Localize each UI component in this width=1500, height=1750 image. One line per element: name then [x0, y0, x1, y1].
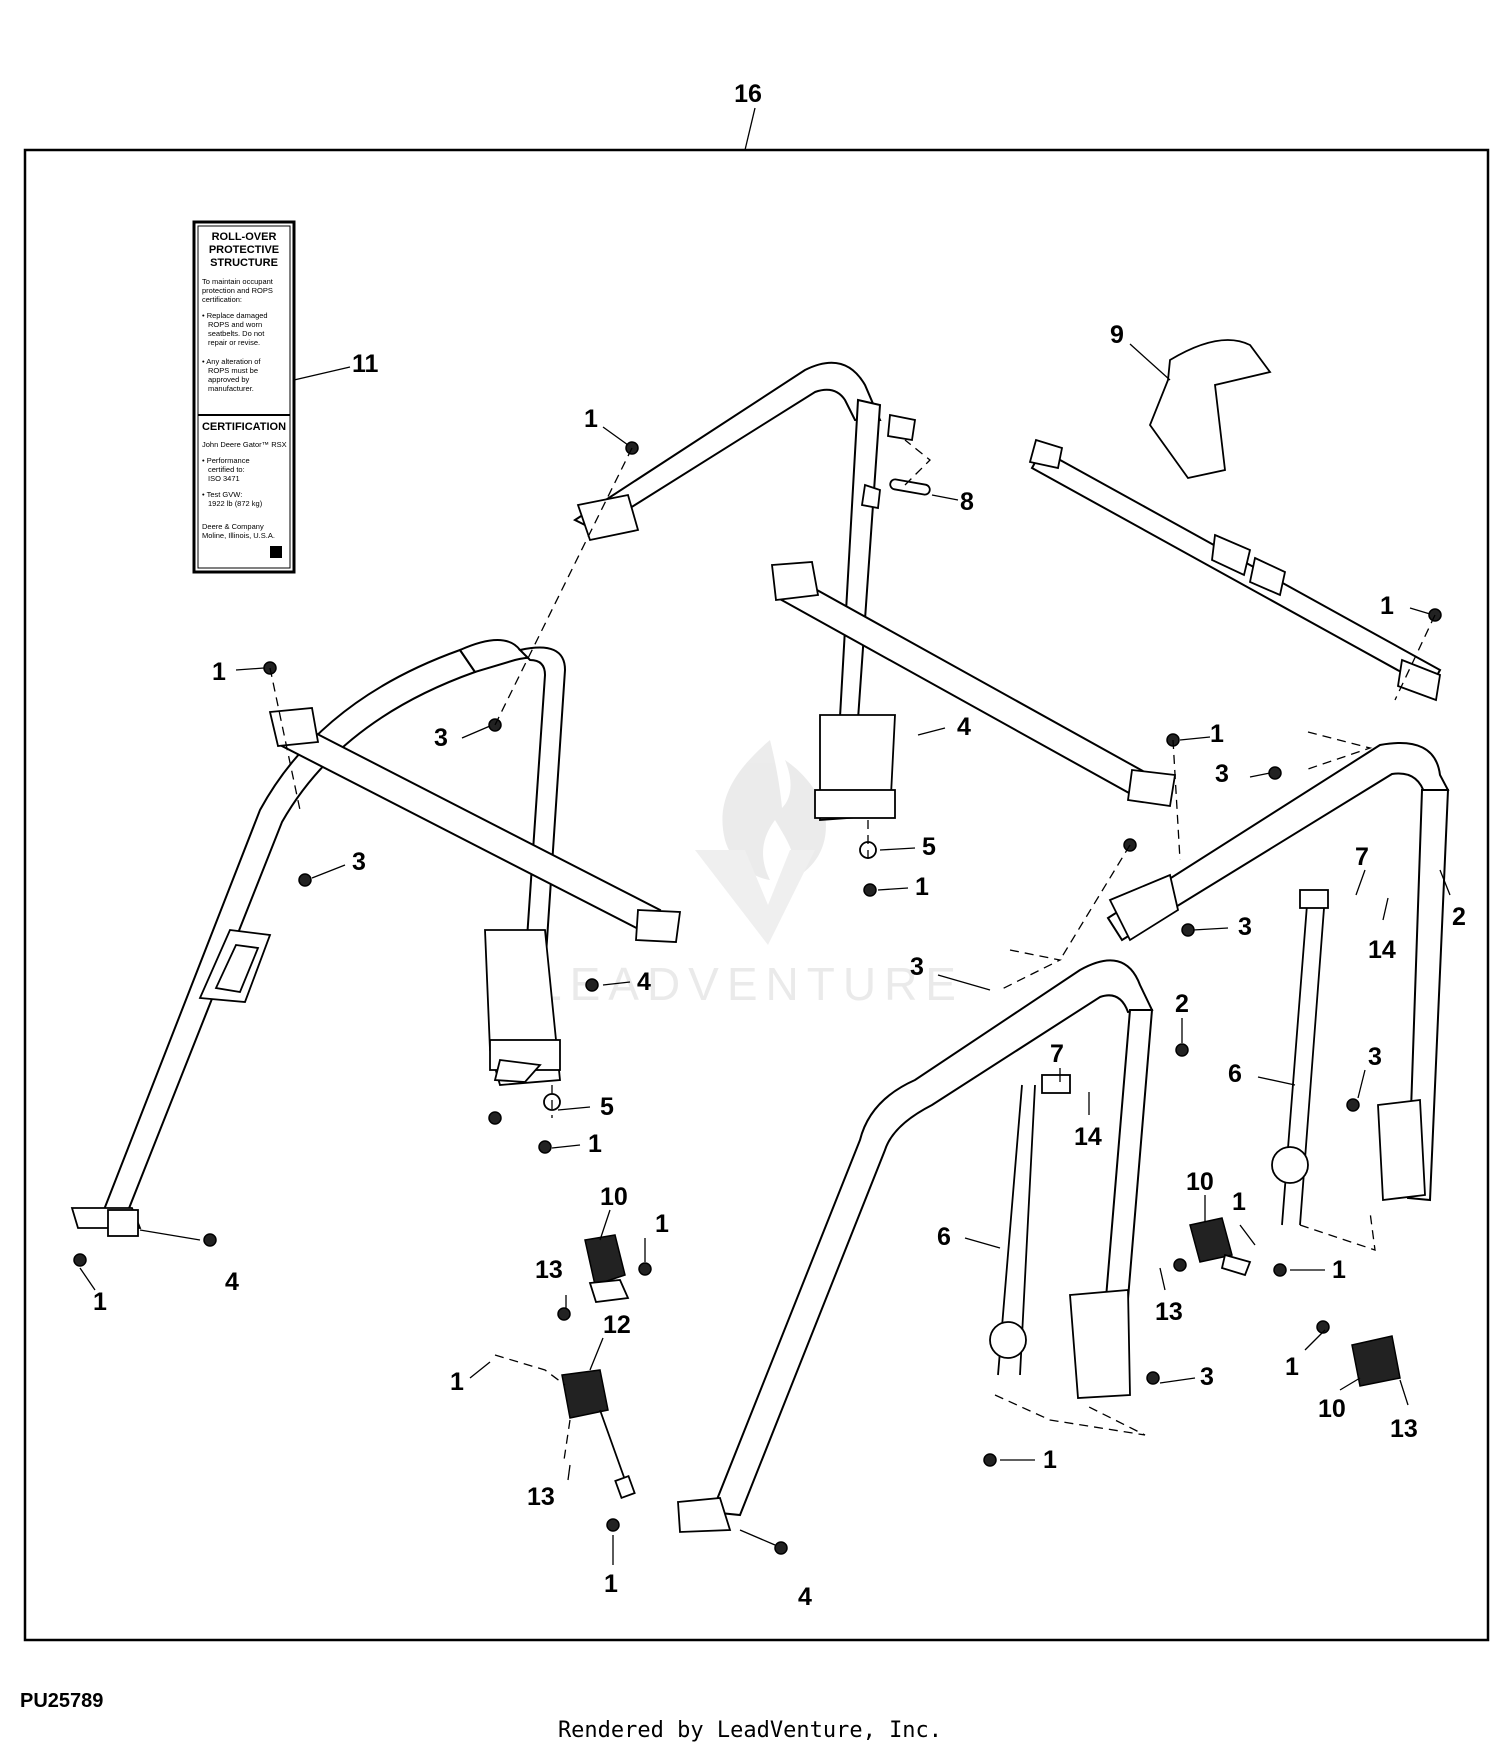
callout-1-d: 1: [1210, 720, 1224, 748]
decal-intro-line1: To maintain occupant: [202, 277, 274, 286]
callout-4-a: 4: [957, 713, 971, 741]
decal-qr-icon: [270, 546, 282, 558]
decal-bullet1-line2: ROPS and worn: [208, 320, 262, 329]
callout-1-k: 1: [450, 1368, 464, 1396]
decal-bullet1-line1: • Replace damaged: [202, 311, 268, 320]
assembly-frame: [23, 148, 1490, 1642]
figure-id: PU25789: [20, 1690, 104, 1712]
callout-3-g: 3: [1200, 1363, 1214, 1391]
callout-12: 12: [603, 1311, 631, 1339]
callout-7-a: 7: [1355, 843, 1369, 871]
left-crossbar: [268, 707, 682, 943]
callout-1-f: 1: [588, 1130, 602, 1158]
callout-8: 8: [960, 488, 974, 516]
callout-11: 11: [352, 350, 379, 378]
callout-1-l: 1: [1285, 1353, 1299, 1381]
buckle-right: [1351, 1335, 1401, 1387]
callout-3-b: 3: [1215, 760, 1229, 788]
callout-assembly: 16: [734, 80, 762, 108]
watermark-flame-icon: [722, 740, 826, 880]
callout-1-a: 1: [584, 405, 598, 433]
decal-bullet1-line4: repair or revise.: [208, 338, 260, 347]
callout-6-a: 6: [1228, 1060, 1242, 1088]
callout-5-b: 5: [600, 1093, 614, 1121]
seatbelt-left: [989, 1074, 1071, 1376]
watermark-wordmark: LEADVENTURE: [536, 958, 964, 1010]
callout-1-g: 1: [1232, 1188, 1246, 1216]
decal-heading-line2: PROTECTIVE: [209, 244, 279, 256]
callout-13-b: 13: [1155, 1298, 1183, 1326]
callout-1-m: 1: [1043, 1446, 1057, 1474]
right-front-bow: [677, 959, 1154, 1533]
callout-3-c: 3: [352, 848, 366, 876]
assembly-lines: [269, 439, 1436, 1461]
buckle-left: [584, 1234, 630, 1303]
decal-bullet2-line4: manufacturer.: [208, 384, 254, 393]
callout-2-a: 2: [1452, 903, 1466, 931]
callout-13-a: 13: [535, 1256, 563, 1284]
decal-maker-line2: Moline, Illinois, U.S.A.: [202, 531, 275, 540]
right-upper-bow: [1106, 742, 1450, 1202]
rops-decal: ROLL-OVER PROTECTIVE STRUCTURE To mainta…: [192, 220, 296, 574]
rops-drawing: [70, 339, 1450, 1555]
callout-13-d: 13: [527, 1483, 555, 1511]
buckle-center: [1189, 1217, 1252, 1277]
seatbelt-right: [1271, 889, 1329, 1226]
decal-bullet2-line1: • Any alteration of: [202, 357, 261, 366]
callout-2-b: 2: [1175, 990, 1189, 1018]
callout-1-e: 1: [915, 873, 929, 901]
decal-bullet2-line3: approved by: [208, 375, 250, 384]
callout-14-b: 14: [1074, 1123, 1102, 1151]
callout-3-a: 3: [434, 724, 448, 752]
shield-bracket: [1148, 339, 1272, 480]
callout-1-j: 1: [93, 1288, 107, 1316]
decal-intro-line3: certification:: [202, 295, 242, 304]
decal-cert-bullet1-line1: • Performance: [202, 456, 250, 465]
callout-14-a: 14: [1368, 936, 1396, 964]
render-credit: Rendered by LeadVenture, Inc.: [557, 1718, 943, 1743]
decal-maker-line1: Deere & Company: [202, 522, 264, 531]
callout-4-b: 4: [637, 968, 651, 996]
callout-3-f: 3: [1368, 1043, 1382, 1071]
pin: [889, 478, 931, 496]
watermark-v-icon: [695, 850, 815, 945]
rear-crossmember: [1028, 438, 1442, 702]
callout-1-i: 1: [1332, 1256, 1346, 1284]
decal-bullet1-line3: seatbelts. Do not: [208, 329, 265, 338]
callout-3-d: 3: [1238, 913, 1252, 941]
callout-labels: 11 9 1 8 1 1 3 4 1 3 3 5 1: [79, 321, 1466, 1611]
callout-10-a: 10: [1186, 1168, 1214, 1196]
left-front-bow: [70, 639, 567, 1237]
decal-intro-line2: protection and ROPS: [202, 286, 273, 295]
decal-cert-bullet1-line3: ISO 3471: [208, 474, 240, 483]
callout-1-b: 1: [1380, 592, 1394, 620]
middle-top-bow: [572, 361, 917, 821]
decal-cert-heading: CERTIFICATION: [202, 421, 286, 433]
buckle-switch: [561, 1369, 636, 1500]
decal-cert-bullet2-line2: 1922 lb (872 kg): [208, 499, 263, 508]
watermark: LEADVENTURE: [536, 740, 964, 1010]
middle-crossbar: [770, 561, 1177, 808]
decal-cert-model: John Deere Gator™ RSX: [202, 440, 287, 449]
callout-6-b: 6: [937, 1223, 951, 1251]
decal-bullet2-line2: ROPS must be: [208, 366, 258, 375]
callout-10-c: 10: [1318, 1395, 1346, 1423]
callout-1-c: 1: [212, 658, 226, 686]
decal-cert-bullet1-line2: certified to:: [208, 465, 245, 474]
callout-13-c: 13: [1390, 1415, 1418, 1443]
callout-4-c: 4: [225, 1268, 239, 1296]
callout-4-d: 4: [798, 1583, 812, 1611]
callout-1-n: 1: [604, 1570, 618, 1598]
callout-9: 9: [1110, 321, 1124, 349]
decal-heading-line1: ROLL-OVER: [212, 231, 277, 243]
callout-1-h: 1: [655, 1210, 669, 1238]
callout-3-e: 3: [910, 953, 924, 981]
callout-5-a: 5: [922, 833, 936, 861]
callout-10-b: 10: [600, 1183, 628, 1211]
decal-heading-line3: STRUCTURE: [210, 257, 278, 269]
callout-7-b: 7: [1050, 1040, 1064, 1068]
decal-cert-bullet2-line1: • Test GVW:: [202, 490, 242, 499]
